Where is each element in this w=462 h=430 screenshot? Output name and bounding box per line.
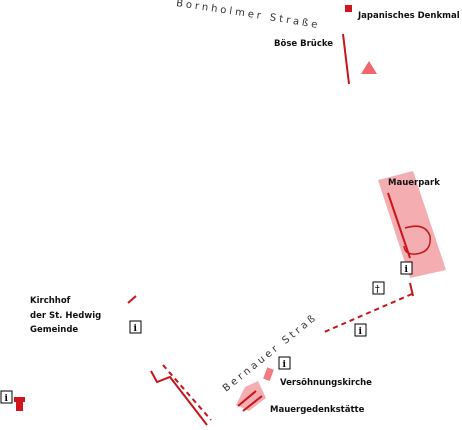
info-icon-kirchhof-glyph: i [134,324,138,334]
label-kirchhof-line3: Gemeinde [30,325,78,335]
info-icon-versoehnungskirche[interactable]: i [278,356,291,370]
street-label-bernauer: Bernauer Straße [0,0,317,394]
label-boese-bruecke: Böse Brücke [274,39,333,49]
info-icon-mauerpark[interactable]: i [400,261,413,275]
church-cross-glyph: † [375,285,380,295]
church-cross-icon[interactable]: † [372,281,385,295]
wall-segment-bernauer-dashed [321,293,413,334]
wall-segment-southwest-solid [150,370,208,426]
label-kirchhof-line2: der St. Hedwig [30,311,101,321]
label-mauergedenkstaette: Mauergedenkstätte [270,405,365,415]
info-icon-bottom-left-glyph: i [5,394,9,404]
label-versoehnungskirche: Versöhnungskirche [280,378,372,388]
wall-segment-boese-bruecke [342,33,350,85]
wall-segment-gedenkstaette-b [242,395,263,412]
mauerpark-amphitheatre-outline [403,225,431,255]
versoehnungskirche-marker[interactable] [263,367,274,382]
wall-segment-gedenkstaette-a [237,390,257,407]
info-icon-mauerpark-glyph: i [405,265,409,275]
bottom-left-marker-icon[interactable] [14,397,25,411]
info-icon-bottom-left[interactable]: i [0,390,13,404]
wall-segment-southwest-dashed [162,364,212,421]
japanisches-denkmal-marker-icon[interactable] [345,5,352,12]
street-label-bernauer-text: Bernauer Straße [0,0,317,394]
wall-segment-mauerpark [387,192,411,259]
label-japanisches-denkmal: Japanisches Denkmal [357,11,460,21]
label-mauerpark: Mauerpark [388,178,440,188]
street-label-bornholmer-text: Bornholmer Straße [175,0,318,31]
mauerpark-area[interactable] [378,171,446,278]
street-label-bornholmer: Bornholmer Straße [175,0,321,31]
label-kirchhof-line1: Kirchhof [30,296,71,306]
wall-segment-north-short [409,282,414,297]
info-icon-kirchhof[interactable]: i [129,320,142,334]
wall-segment-kirchhof [127,295,137,304]
info-icon-versoehnungskirche-glyph: i [283,360,287,370]
info-icon-bernauer-glyph: i [359,327,363,337]
info-icon-bernauer[interactable]: i [354,323,367,337]
monument-triangle-icon[interactable] [361,61,377,74]
